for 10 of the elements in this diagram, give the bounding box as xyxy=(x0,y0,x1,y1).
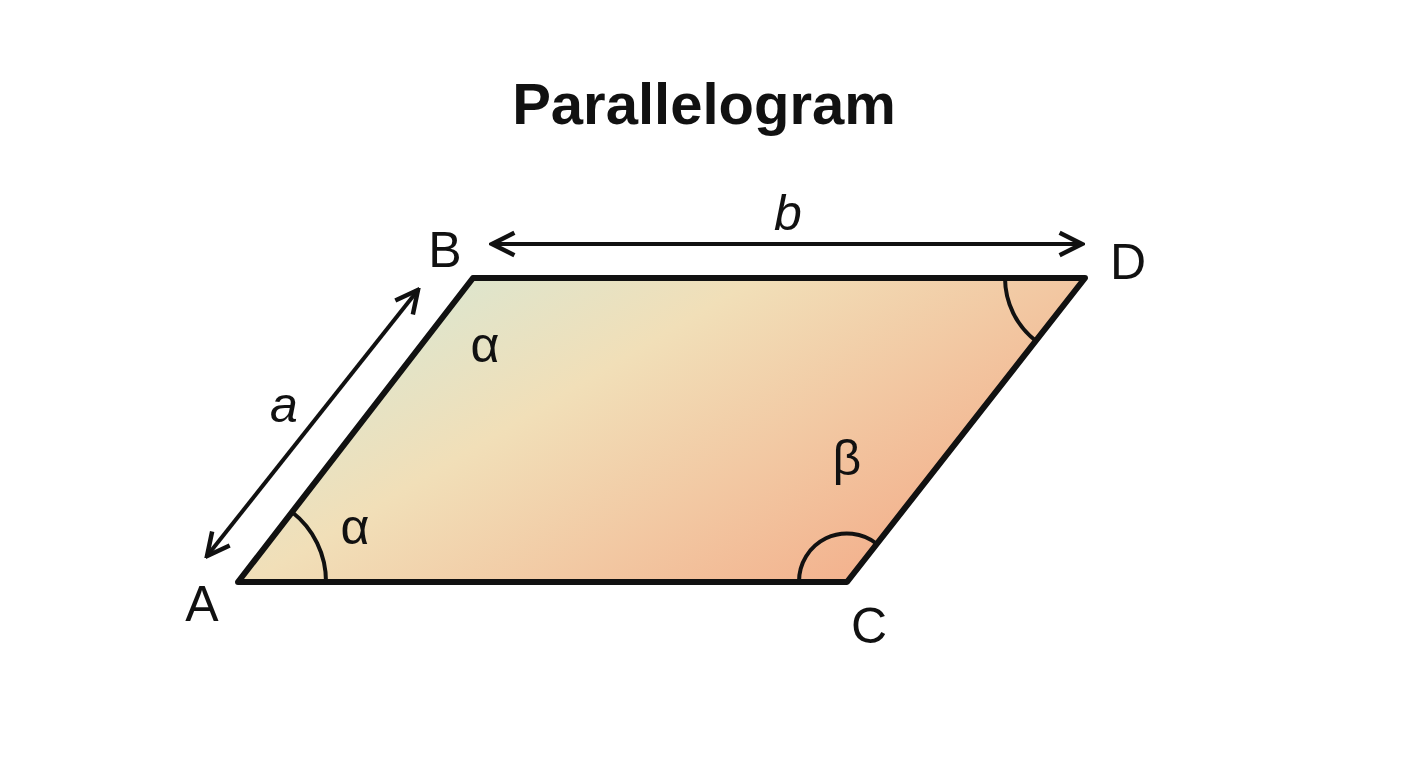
angle-label: α xyxy=(340,502,370,552)
angle-label: α xyxy=(470,320,500,370)
vertex-label: A xyxy=(185,579,219,629)
side-label: a xyxy=(270,380,298,430)
vertex-label: D xyxy=(1109,237,1147,287)
angle-label: β xyxy=(832,433,862,483)
vertex-label: C xyxy=(850,601,888,651)
diagram-title: Parallelogram xyxy=(511,70,897,137)
vertex-label: B xyxy=(428,225,462,275)
side-label: b xyxy=(774,188,802,238)
